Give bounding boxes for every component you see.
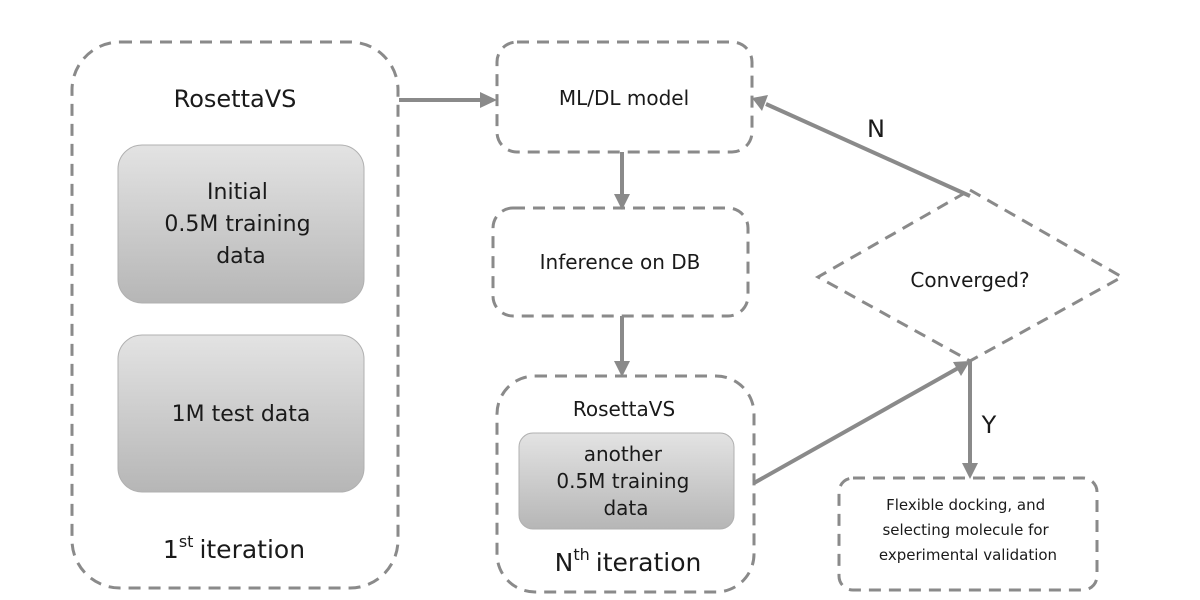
- initial-training-data-text: Initial 0.5M training data: [164, 180, 317, 269]
- arrow-decision-to-model-no: [765, 102, 971, 198]
- another-training-data-line-1: another: [584, 442, 663, 466]
- first-iteration-title: RosettaVS: [174, 85, 297, 113]
- another-training-data-line-2: 0.5M training: [556, 469, 689, 493]
- yes-edge-label: Y: [981, 411, 997, 439]
- final-validation-line-1: Flexible docking, and: [886, 496, 1045, 514]
- no-edge-label: N: [867, 115, 885, 143]
- nth-iteration-superscript: th: [573, 545, 589, 564]
- test-data-box: [117, 334, 365, 493]
- arrow-decision-to-model-no-head: [752, 95, 768, 111]
- inference-box: [491, 206, 750, 318]
- first-iteration-superscript: st: [179, 532, 194, 551]
- nth-iteration-suffix: iteration: [596, 548, 702, 577]
- first-iteration-suffix: iteration: [199, 535, 305, 564]
- final-validation-box: [837, 476, 1099, 592]
- arrow-iteration-to-model-head: [480, 92, 497, 108]
- initial-training-data-box: [117, 144, 365, 304]
- another-training-data-box: [518, 432, 735, 530]
- initial-training-data-line-1: Initial: [207, 180, 268, 205]
- arrow-inference-to-nth-head: [614, 361, 630, 377]
- ml-dl-model-box: [495, 40, 754, 154]
- test-data-label: 1M test data: [172, 402, 311, 427]
- arrow-nth-to-decision-head: [953, 361, 970, 376]
- first-iteration-group: RosettaVS Initial 0.5M training data 1M …: [70, 40, 400, 590]
- nth-iteration-title: RosettaVS: [573, 397, 675, 421]
- nth-iteration-label: Nth iteration: [555, 545, 702, 577]
- arrow-decision-to-final-yes-head: [962, 463, 978, 479]
- first-iteration-box: [70, 40, 400, 590]
- inference-label: Inference on DB: [540, 250, 701, 274]
- initial-training-data-line-2: 0.5M training: [164, 212, 310, 237]
- final-validation-line-3: experimental validation: [879, 546, 1057, 564]
- initial-training-data-line-3: data: [216, 244, 266, 269]
- ml-dl-model-label: ML/DL model: [559, 86, 689, 110]
- converged-decision-label: Converged?: [910, 268, 1029, 292]
- nth-iteration-group: RosettaVS another 0.5M training data Nth…: [495, 374, 756, 594]
- arrow-nth-to-decision: [753, 365, 961, 485]
- nth-iteration-number: N: [555, 548, 574, 577]
- first-iteration-label: 1st iteration: [163, 532, 305, 564]
- another-training-data-text: another 0.5M training data: [556, 442, 695, 520]
- arrow-model-to-inference-head: [614, 194, 630, 210]
- first-iteration-number: 1: [163, 535, 179, 564]
- final-validation-line-2: selecting molecule for: [882, 521, 1049, 539]
- another-training-data-line-3: data: [603, 496, 648, 520]
- final-validation-text: Flexible docking, and selecting molecule…: [879, 496, 1057, 564]
